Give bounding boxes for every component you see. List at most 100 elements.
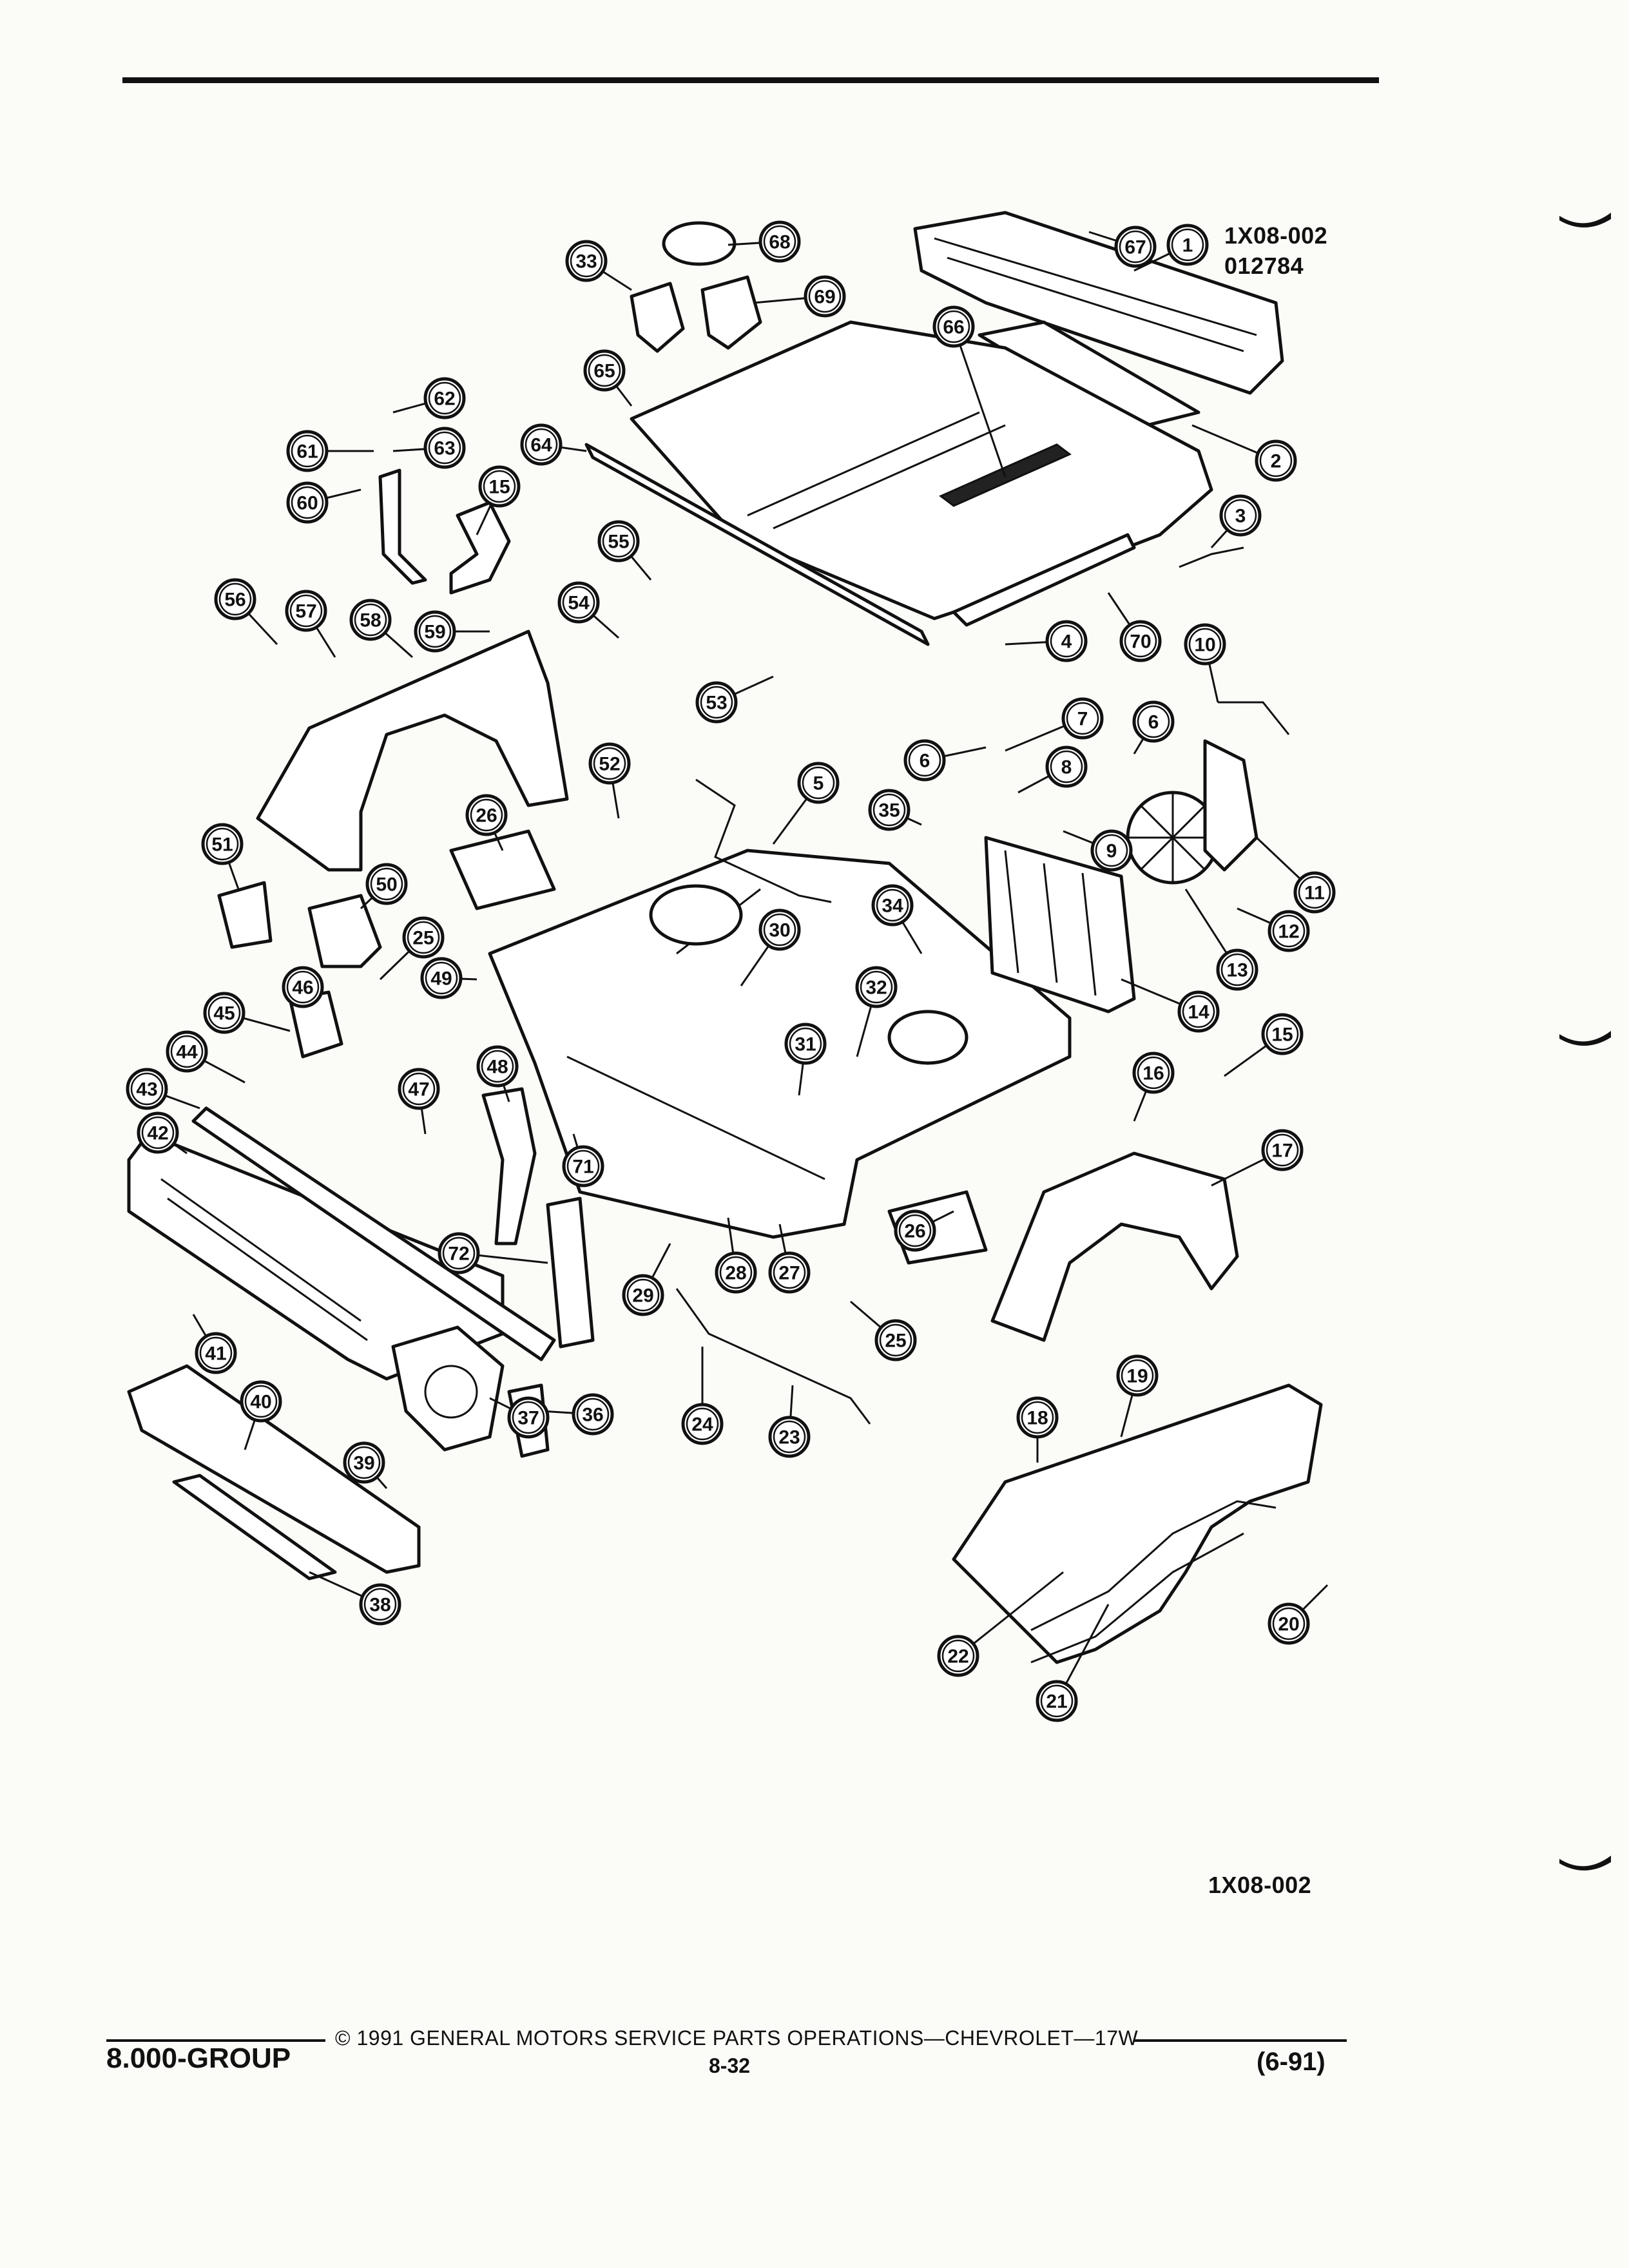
callout-13: 13 [1216,948,1258,991]
air-deflector [172,1474,337,1581]
callout-number: 2 [1271,451,1282,472]
callout-72: 72 [438,1232,480,1274]
footer-revision: (6-91) [1257,2048,1325,2076]
lock-pillar-72 [546,1196,595,1349]
callout-number: 55 [608,532,629,553]
figure-code: 012784 [1224,253,1304,279]
hood-weatherstrip [584,443,930,646]
callout-45: 45 [203,992,246,1034]
callout-number: 10 [1194,635,1215,656]
callout-leader-22 [958,1571,1064,1657]
callout-number: 30 [769,920,790,941]
callout-66: 66 [932,305,975,348]
binder-mark-3 [1559,1856,1611,1871]
callout-number: 32 [865,977,887,999]
callout-53: 53 [695,681,738,724]
callout-number: 18 [1027,1408,1048,1429]
callout-37: 37 [507,1396,550,1439]
callout-67: 67 [1114,226,1157,268]
callout-number: 15 [488,477,510,498]
callout-71: 71 [562,1145,604,1187]
coolant-recovery-tank [217,881,273,949]
callout-7: 7 [1061,697,1104,740]
ground-strap-10 [1218,701,1290,735]
callout-14: 14 [1177,990,1220,1033]
callout-23: 23 [768,1416,811,1458]
hinge-bracket-69 [700,275,762,350]
right-wheelhouse-liner [990,1151,1239,1342]
footer-group: 8.000-GROUP [106,2042,291,2074]
callout-number: 7 [1077,709,1088,730]
callout-number: 23 [778,1427,800,1448]
callout-number: 38 [369,1595,390,1616]
right-fender [952,1383,1323,1664]
callout-number: 9 [1106,841,1117,862]
callout-26: 26 [894,1209,936,1252]
cowl-vent-panel [913,211,1284,395]
strut-tower-right [887,1010,969,1065]
callout-9: 9 [1090,829,1133,872]
callout-number: 25 [412,928,434,949]
callout-number: 8 [1061,757,1072,778]
binder-mark-1 [1559,213,1611,228]
callout-number: 17 [1271,1140,1293,1162]
callout-number: 70 [1130,631,1151,653]
callout-number: 65 [593,361,615,382]
callout-number: 21 [1046,1691,1067,1713]
callout-42: 42 [137,1111,179,1154]
callout-number: 60 [296,493,318,514]
callout-70: 70 [1119,620,1162,662]
wire-3 [1179,546,1244,568]
callout-15: 15 [478,465,521,508]
figure-id-bottom: 1X08-002 [1208,1872,1312,1898]
callout-number: 26 [476,805,497,827]
hood-prop-60 [378,468,427,585]
wiring-harness-5 [695,778,832,903]
hinge-bracket-33 [630,282,685,353]
callout-56: 56 [214,578,256,620]
callout-number: 53 [706,693,727,714]
callout-47: 47 [398,1068,440,1110]
hood-release-cable [675,1288,871,1425]
bracket-26-left [449,829,556,910]
callout-35: 35 [868,789,911,831]
callout-number: 19 [1126,1366,1148,1387]
callout-8: 8 [1045,745,1088,788]
callout-61: 61 [286,430,329,472]
callout-number: 67 [1124,237,1146,258]
callout-number: 20 [1278,1614,1299,1635]
callout-number: 62 [434,389,455,410]
callout-number: 56 [224,590,246,611]
callout-65: 65 [583,349,626,392]
callout-leader-66 [952,326,1007,477]
callout-57: 57 [285,590,327,632]
callout-48: 48 [476,1045,519,1088]
callout-6: 6 [903,739,946,782]
callout-number: 3 [1235,506,1246,527]
callout-6: 6 [1132,700,1175,743]
callout-30: 30 [758,908,801,951]
callout-number: 33 [575,251,597,273]
callout-69: 69 [804,275,846,318]
callout-number: 39 [353,1453,374,1474]
callout-21: 21 [1036,1680,1078,1722]
callout-16: 16 [1132,1052,1175,1094]
footer-rule-right [1134,2039,1347,2042]
callout-60: 60 [286,481,329,524]
callout-12: 12 [1268,910,1310,952]
radiator [984,836,1136,1014]
callout-11: 11 [1293,871,1336,914]
callout-number: 12 [1278,921,1299,943]
callout-52: 52 [588,742,631,785]
callout-number: 11 [1304,883,1325,904]
callout-5: 5 [797,762,840,804]
hood-panel [630,320,1213,620]
fan-shroud [1203,739,1258,872]
callout-number: 16 [1142,1063,1164,1084]
support-brace-48 [481,1087,537,1245]
callout-31: 31 [784,1023,827,1065]
callout-18: 18 [1016,1396,1059,1439]
callout-number: 51 [211,834,233,856]
callout-number: 43 [136,1079,157,1100]
